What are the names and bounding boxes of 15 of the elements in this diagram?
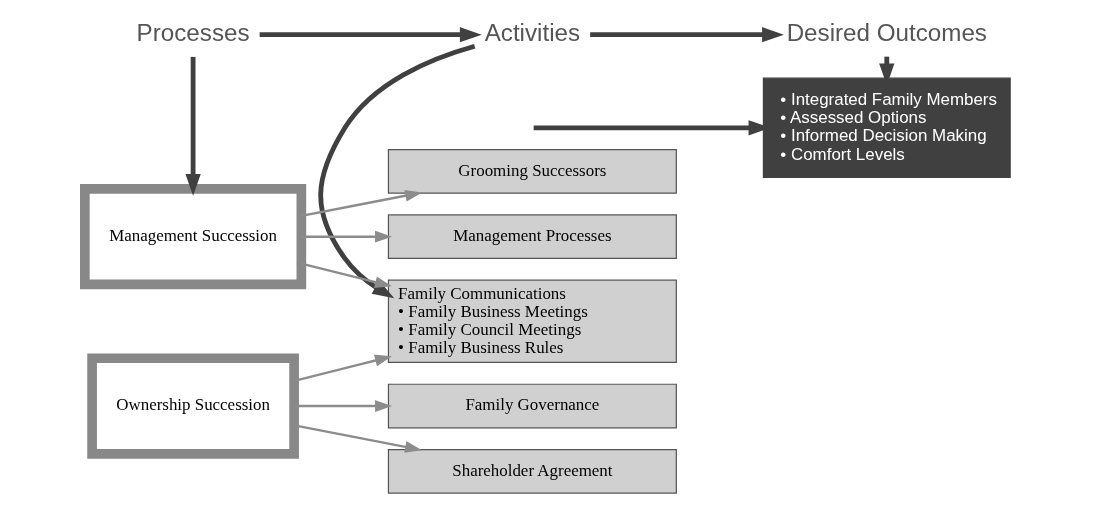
arrow: [318, 43, 476, 299]
node-box: Management Processes: [387, 214, 677, 260]
node-box: Grooming Successors: [387, 148, 677, 194]
node-box: Ownership Succession: [87, 353, 299, 459]
arrow: [185, 56, 201, 196]
node-box: Shareholder Agreement: [387, 448, 677, 494]
node-text: Activities: [484, 18, 581, 46]
node-box: Family Communications • Family Business Meetings • Family Council Meetings • Family Business Rules: [387, 279, 677, 364]
node-text: Desired Outcomes: [786, 18, 987, 46]
node-box: Family Governance: [387, 383, 677, 429]
arrow: [590, 27, 784, 43]
node-box: Management Succession: [80, 184, 307, 290]
arrow: [259, 27, 482, 43]
node-box: • Integrated Family Members • Assessed Options • Informed Decision Making • Comfort Levels: [762, 77, 1011, 178]
node-text: Processes: [136, 18, 250, 46]
